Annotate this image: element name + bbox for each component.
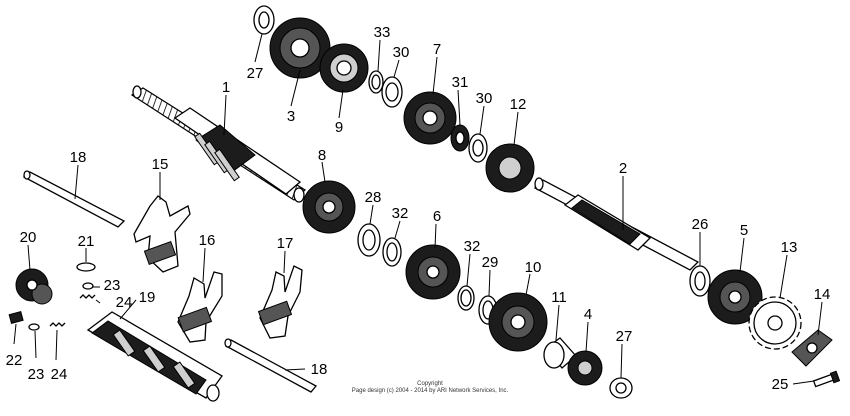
callout-32-upper: 32	[392, 205, 409, 222]
callout-9: 9	[335, 119, 343, 136]
copyright-line-1: Copyright	[417, 381, 443, 387]
circlip-32-upper[interactable]	[382, 237, 402, 267]
callout-7: 7	[433, 41, 441, 58]
gear-12[interactable]	[485, 143, 535, 193]
circlip-32-lower[interactable]	[457, 285, 475, 311]
washer-26[interactable]	[689, 265, 711, 297]
callout-11: 11	[551, 289, 567, 306]
washer-23-upper[interactable]	[82, 282, 94, 290]
callout-14: 14	[814, 286, 831, 303]
callout-33: 33	[374, 24, 391, 41]
shift-drum-19[interactable]	[86, 311, 223, 402]
callout-19: 19	[139, 289, 156, 306]
fork-shaft-upper[interactable]	[22, 170, 126, 228]
callout-15: 15	[152, 156, 169, 173]
spring-24-lower[interactable]	[49, 322, 66, 327]
callout-24-upper: 24	[116, 294, 133, 311]
gear-4[interactable]	[567, 350, 603, 386]
stopper-pin-21[interactable]	[76, 262, 96, 272]
callout-27-bottom: 27	[616, 328, 633, 345]
gear-3[interactable]	[269, 17, 331, 79]
gear-8[interactable]	[302, 180, 356, 234]
callout-5: 5	[740, 222, 748, 239]
callout-10: 10	[525, 259, 542, 276]
callout-21: 21	[78, 233, 95, 250]
shift-fork-17[interactable]	[257, 265, 303, 339]
washer-30-top[interactable]	[381, 76, 403, 108]
callout-28: 28	[365, 189, 382, 206]
callout-22: 22	[6, 352, 23, 369]
drum-cam-20[interactable]	[15, 268, 53, 305]
gear-6[interactable]	[405, 244, 461, 300]
callout-23-lower: 23	[28, 366, 45, 383]
sprocket-plate-14[interactable]	[791, 329, 833, 367]
washer-27-top[interactable]	[253, 5, 275, 35]
callout-13: 13	[781, 239, 798, 256]
leader-lines	[13, 33, 823, 385]
dowel-pin-22[interactable]	[8, 310, 24, 324]
callout-31: 31	[452, 74, 469, 91]
washer-27-bottom[interactable]	[609, 377, 633, 399]
circlip-33[interactable]	[368, 70, 384, 94]
callout-30-mid: 30	[476, 90, 493, 107]
callout-12: 12	[510, 96, 527, 113]
washer-28[interactable]	[357, 223, 381, 257]
callout-26: 26	[692, 216, 709, 233]
callout-2: 2	[619, 160, 627, 177]
copyright-notice: Copyright Page design (c) 2004 - 2014 by…	[300, 381, 560, 395]
washer-30-mid[interactable]	[468, 133, 488, 163]
countershaft[interactable]	[533, 177, 700, 271]
callout-18-lower: 18	[311, 361, 328, 378]
callout-18-upper: 18	[70, 149, 87, 166]
shift-fork-16[interactable]	[177, 271, 223, 343]
callout-1: 1	[222, 79, 230, 96]
gear-5[interactable]	[707, 269, 763, 325]
callout-25: 25	[772, 376, 789, 393]
spring-24-upper[interactable]	[79, 294, 96, 299]
callout-32-lower: 32	[464, 238, 481, 255]
callout-27-top: 27	[247, 65, 264, 82]
bushing-31[interactable]	[450, 124, 470, 152]
callout-29: 29	[482, 254, 499, 271]
callout-16: 16	[199, 232, 216, 249]
washer-23-lower[interactable]	[28, 323, 40, 331]
copyright-line-2: Page design (c) 2004 - 2014 by ARI Netwo…	[351, 388, 509, 394]
mainshaft[interactable]	[130, 85, 306, 203]
bolt-25[interactable]	[812, 370, 841, 388]
shift-fork-15[interactable]	[133, 195, 191, 273]
gear-10[interactable]	[488, 292, 548, 352]
fork-shaft-lower[interactable]	[224, 338, 318, 393]
callout-8: 8	[318, 147, 326, 164]
callout-17: 17	[277, 235, 294, 252]
drive-sprocket-13[interactable]	[748, 296, 802, 350]
callout-3: 3	[287, 108, 295, 125]
callout-20: 20	[20, 229, 37, 246]
callout-labels: 1 2 3 4 5 6 7 8 9 10 11 12 13 14 15 16 1…	[6, 24, 831, 393]
callout-6: 6	[433, 208, 441, 225]
gear-7[interactable]	[403, 91, 457, 145]
callout-4: 4	[584, 306, 592, 323]
gear-9[interactable]	[319, 43, 369, 93]
callout-30-top: 30	[393, 44, 410, 61]
callout-23-upper: 23	[104, 277, 121, 294]
callout-24-lower: 24	[51, 366, 68, 383]
